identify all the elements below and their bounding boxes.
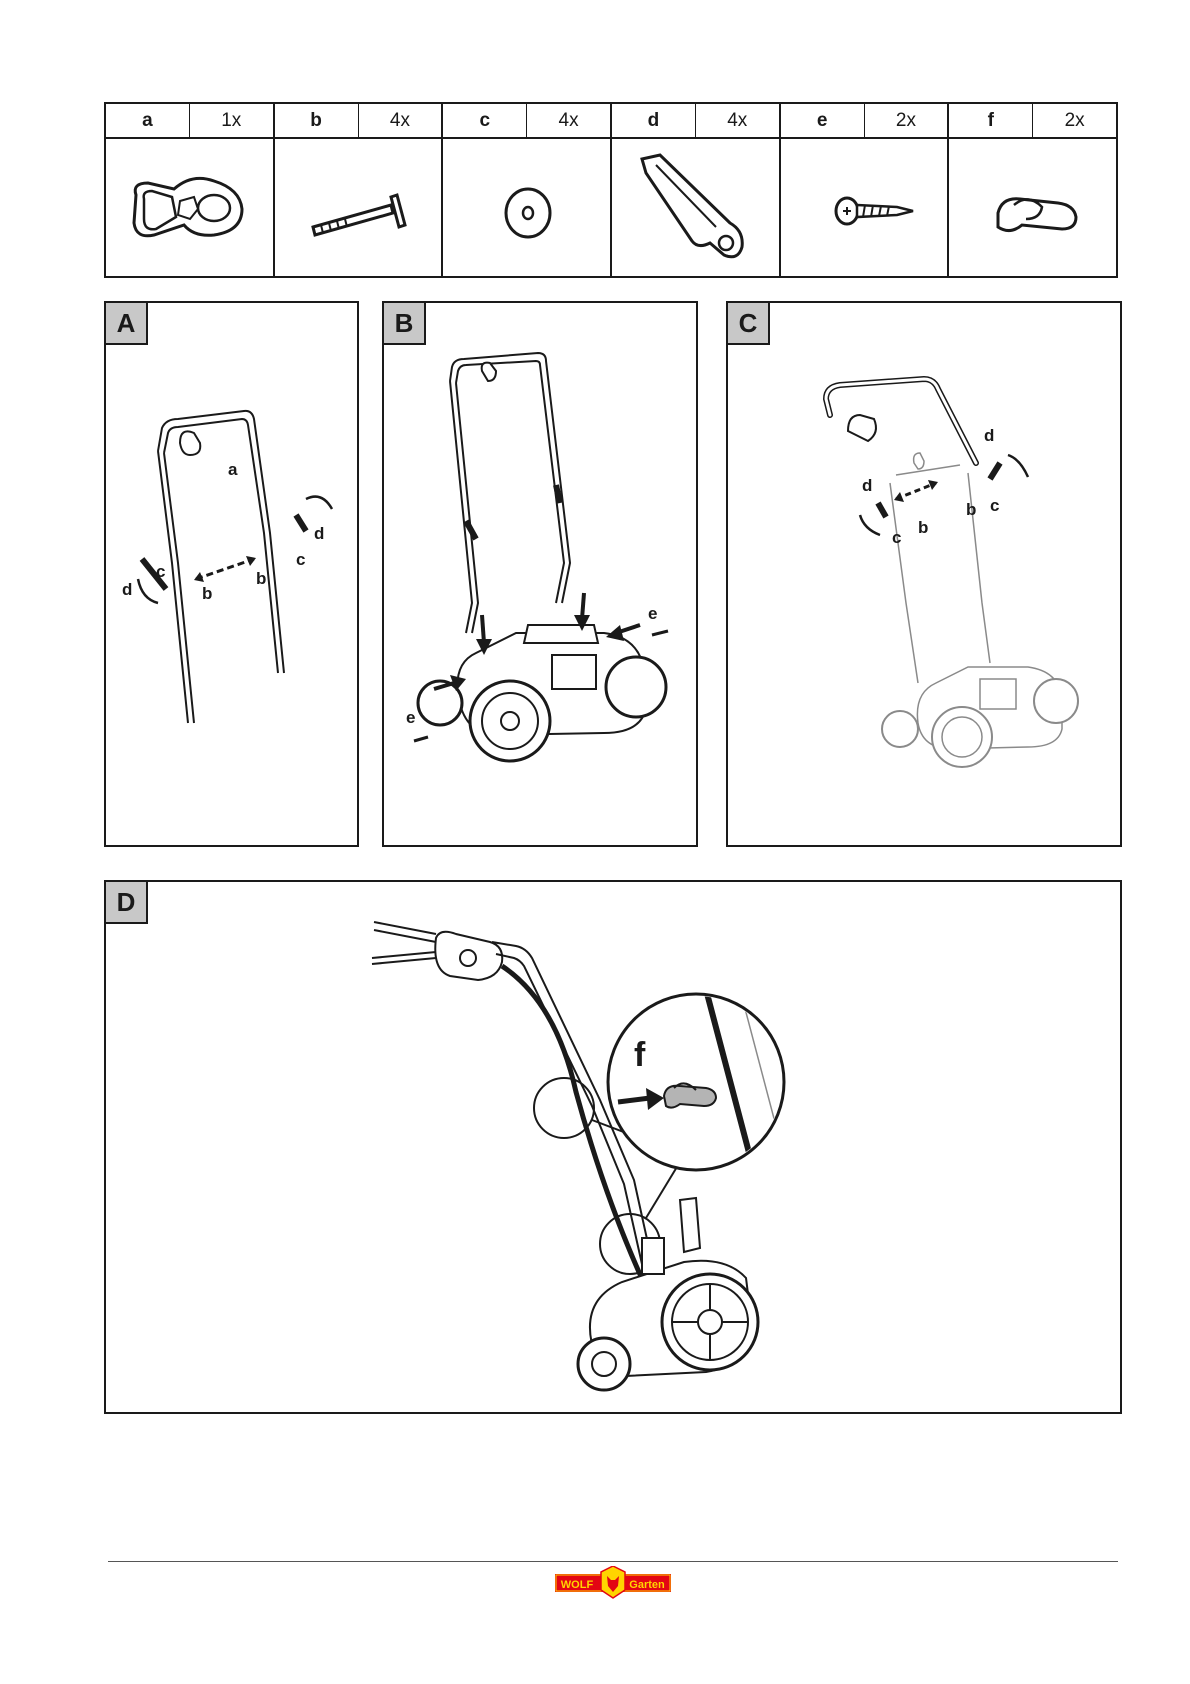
- panel-label-b: B: [384, 303, 426, 345]
- clamp-lever-icon: [620, 143, 770, 273]
- part-quantity: 2x: [865, 104, 948, 137]
- callout-d: d: [122, 580, 132, 599]
- callout-e: e: [648, 604, 657, 623]
- part-cell-c: c 4x: [443, 104, 612, 276]
- part-quantity: 4x: [359, 104, 442, 137]
- wolf-garten-logo: WOLF Garten: [555, 1566, 671, 1600]
- part-letter: c: [443, 104, 527, 137]
- part-quantity: 4x: [527, 104, 610, 137]
- part-letter: a: [106, 104, 190, 137]
- callout-d: d: [984, 426, 994, 445]
- callout-d: d: [862, 476, 872, 495]
- logo-text-wolf: WOLF: [561, 1579, 594, 1591]
- cable-clip-icon: [958, 143, 1108, 273]
- part-cell-a: a 1x: [106, 104, 275, 276]
- screw-icon: [789, 143, 939, 273]
- part-cell-b: b 4x: [275, 104, 444, 276]
- part-quantity: 2x: [1033, 104, 1116, 137]
- callout-a: a: [228, 460, 238, 479]
- part-cell-e: e 2x: [781, 104, 950, 276]
- callout-b: b: [918, 518, 928, 537]
- callout-c: c: [296, 550, 305, 569]
- panel-label-c: C: [728, 303, 770, 345]
- callout-c: c: [990, 496, 999, 515]
- part-quantity: 4x: [696, 104, 779, 137]
- part-quantity: 1x: [190, 104, 273, 137]
- part-letter: e: [781, 104, 865, 137]
- part-letter: d: [612, 104, 696, 137]
- handle-tensioner-icon: [114, 143, 264, 273]
- mower-handle-mounting-illustration: e e: [384, 303, 696, 845]
- panel-b: e e B: [382, 301, 698, 847]
- callout-b: b: [966, 500, 976, 519]
- panel-d: f D: [104, 880, 1122, 1414]
- assembled-mower-illustration: d d b b c c: [728, 303, 1120, 845]
- handle-assembly-illustration: a b b c c d d: [106, 303, 357, 845]
- washer-icon: [452, 143, 602, 273]
- part-letter: f: [949, 104, 1033, 137]
- callout-b: b: [202, 584, 212, 603]
- part-cell-d: d 4x: [612, 104, 781, 276]
- part-cell-f: f 2x: [949, 104, 1116, 276]
- callout-b: b: [256, 569, 266, 588]
- logo-text-garten: Garten: [629, 1579, 665, 1591]
- panel-a: a b b c c d d A: [104, 301, 359, 847]
- panel-label-d: D: [106, 882, 148, 924]
- callout-e: e: [406, 708, 415, 727]
- panel-c: d d b b c c C: [726, 301, 1122, 847]
- footer-divider: [108, 1561, 1118, 1562]
- callout-d: d: [314, 524, 324, 543]
- cable-clip-installation-illustration: f: [106, 882, 1120, 1412]
- callout-c: c: [892, 528, 901, 547]
- callout-f: f: [634, 1036, 646, 1074]
- bolt-icon: [283, 143, 433, 273]
- panel-label-a: A: [106, 303, 148, 345]
- parts-table: a 1x b 4x c 4x: [104, 102, 1118, 278]
- part-letter: b: [275, 104, 359, 137]
